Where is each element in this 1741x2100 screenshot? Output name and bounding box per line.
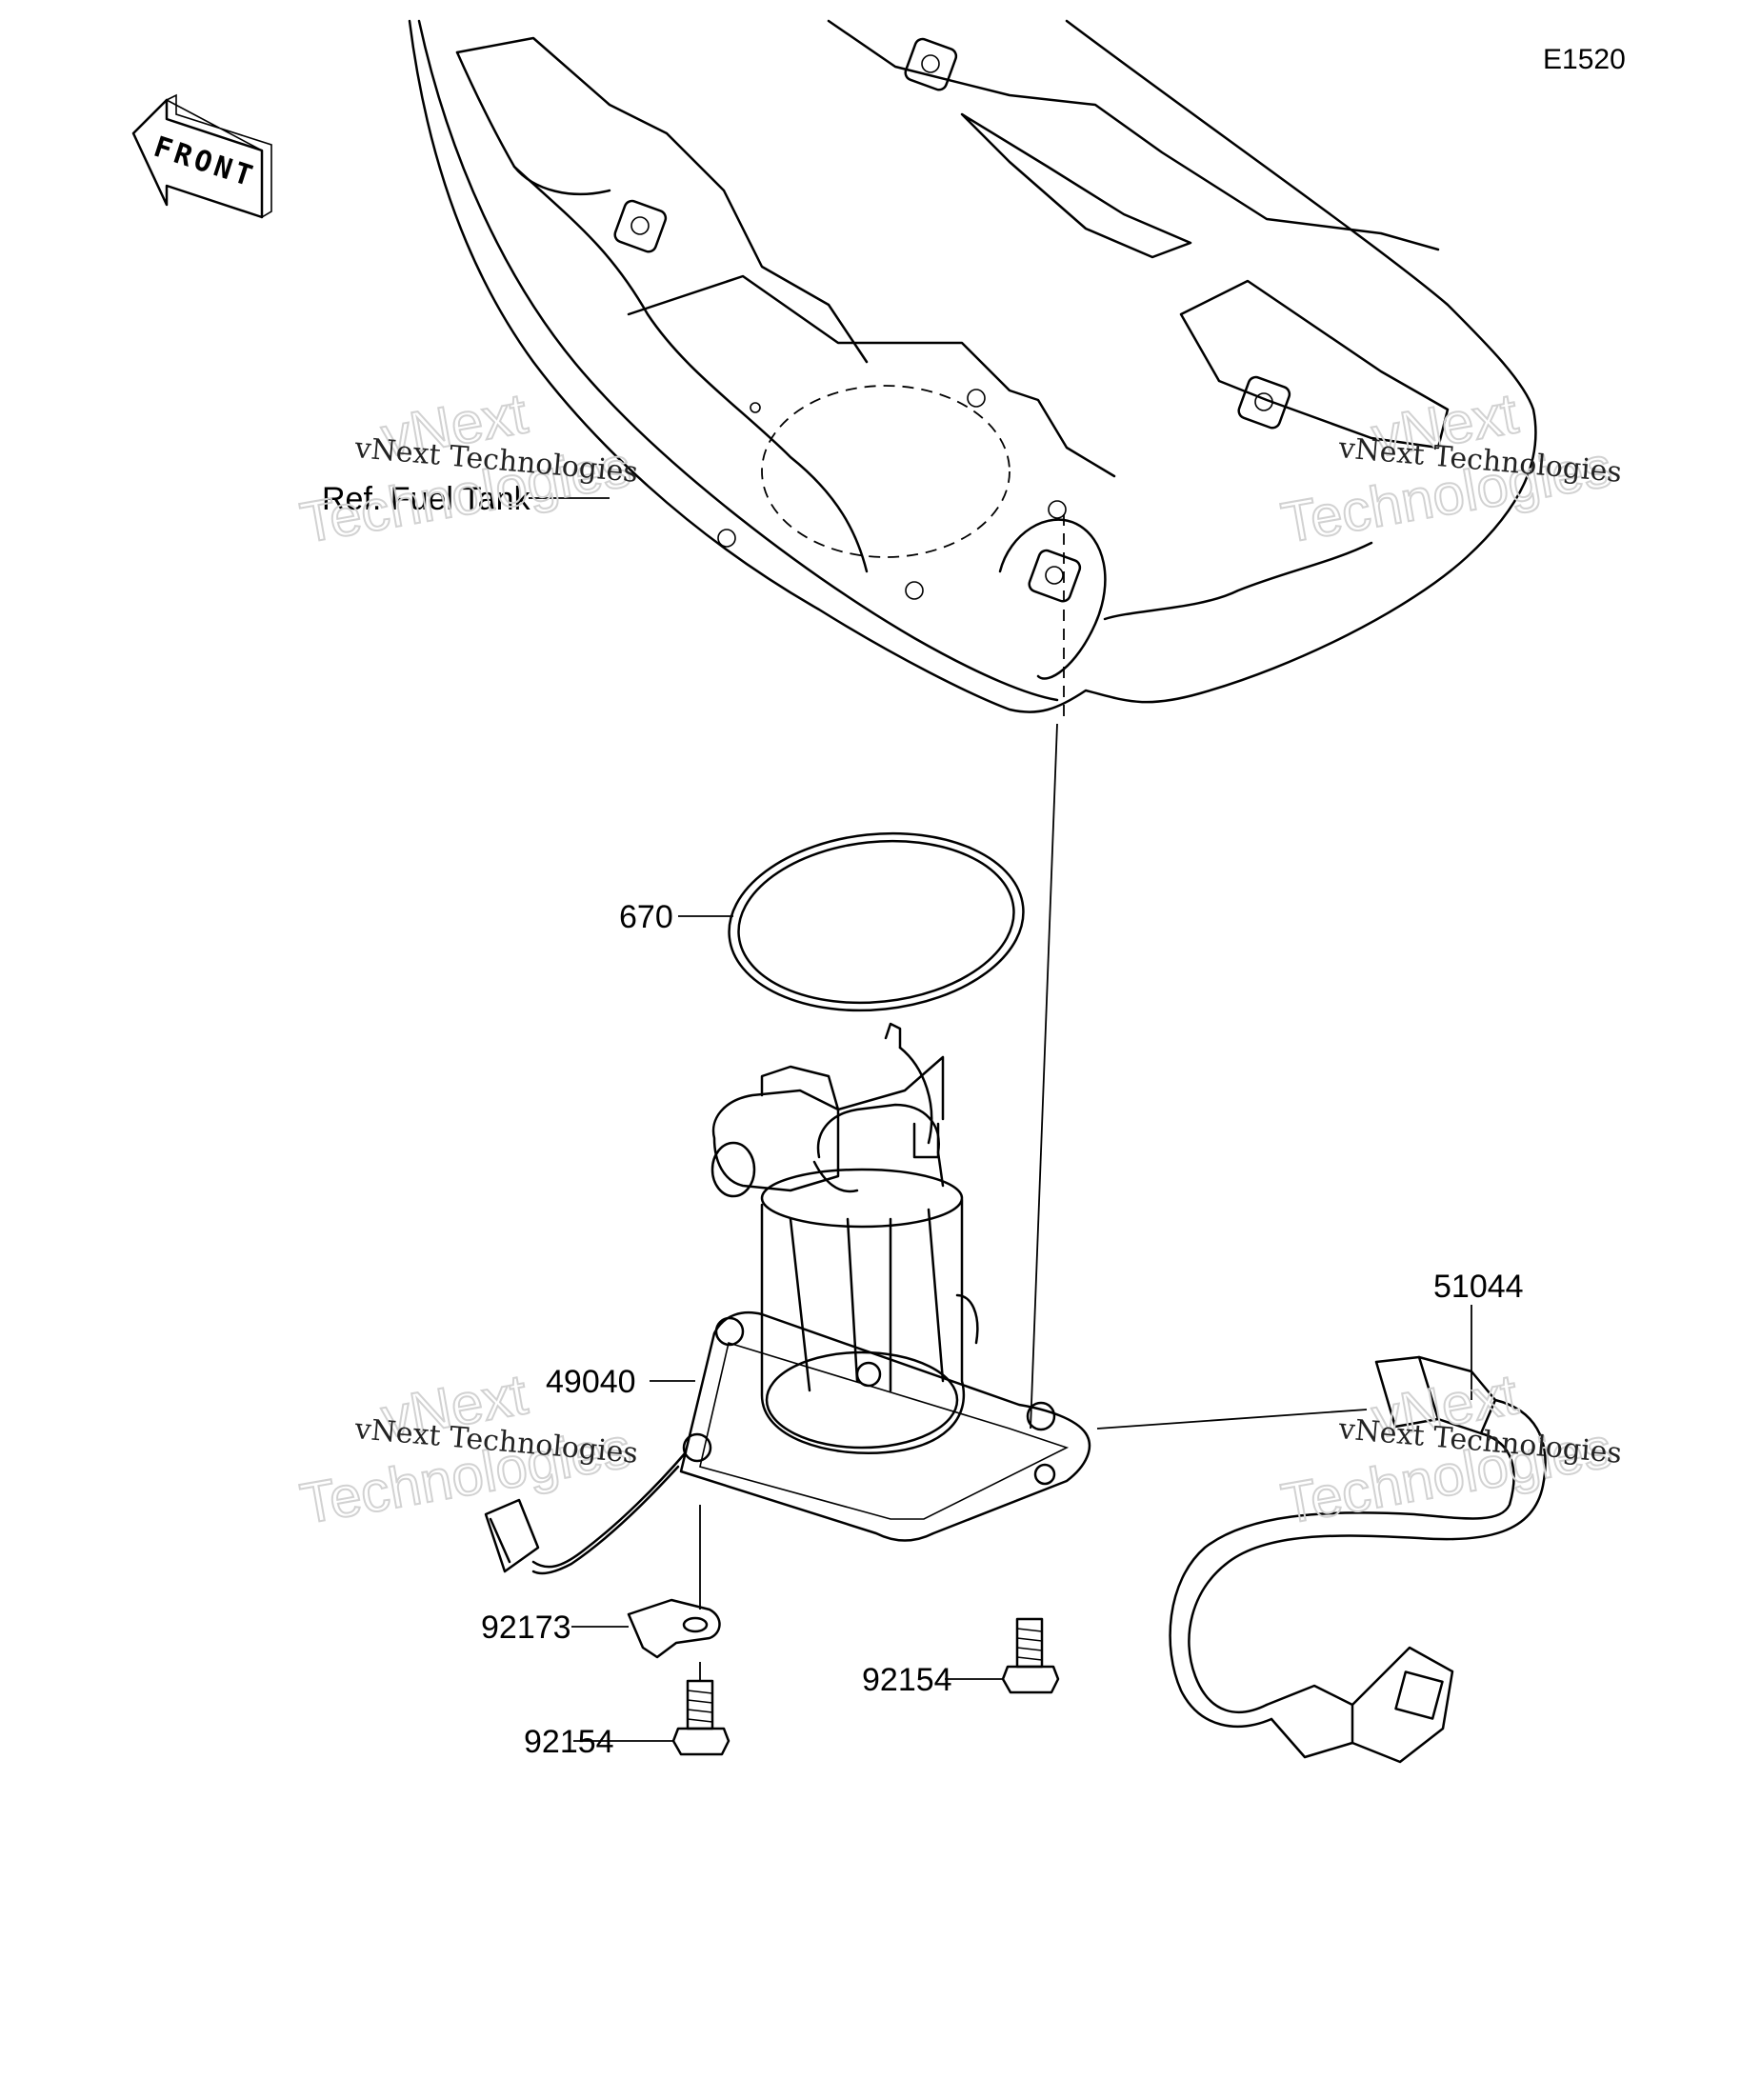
part-label-92173: 92173 <box>481 1610 571 1646</box>
part-label-51044: 51044 <box>1433 1269 1524 1305</box>
tank-boss-1 <box>613 199 668 253</box>
tank-boss-2 <box>904 37 958 91</box>
tank-boss-3 <box>1237 375 1291 430</box>
watermark-4: vNext Technologies vNext Technologies <box>1276 1361 1624 1537</box>
ref-fuel-tank-label: Ref. Fuel Tank <box>322 481 531 517</box>
assembly-axis <box>1030 723 1058 1430</box>
watermark-2: vNext Technologies vNext Technologies <box>1276 380 1624 556</box>
bolt-92154-right <box>1001 1617 1060 1694</box>
part-label-49040: 49040 <box>546 1364 636 1400</box>
front-arrow-icon: FRONT <box>131 93 272 219</box>
watermark-1: vNext Technologies vNext Technologies <box>295 380 640 556</box>
tank-boss-4 <box>1028 549 1082 603</box>
diagram-code: E1520 <box>1543 44 1626 75</box>
fuel-hose-51044 <box>1169 1355 1547 1764</box>
connection-line <box>1096 1409 1368 1430</box>
fuel-pump-49040 <box>484 1022 1091 1575</box>
part-label-670: 670 <box>619 899 673 935</box>
o-ring-670 <box>728 831 1025 1012</box>
clamp-92173 <box>627 1505 721 1659</box>
bolt-92154-left <box>671 1662 730 1756</box>
part-label-92154-right: 92154 <box>862 1662 952 1698</box>
part-label-92154-left: 92154 <box>524 1724 614 1760</box>
fuel-tank-outline <box>408 19 1537 713</box>
